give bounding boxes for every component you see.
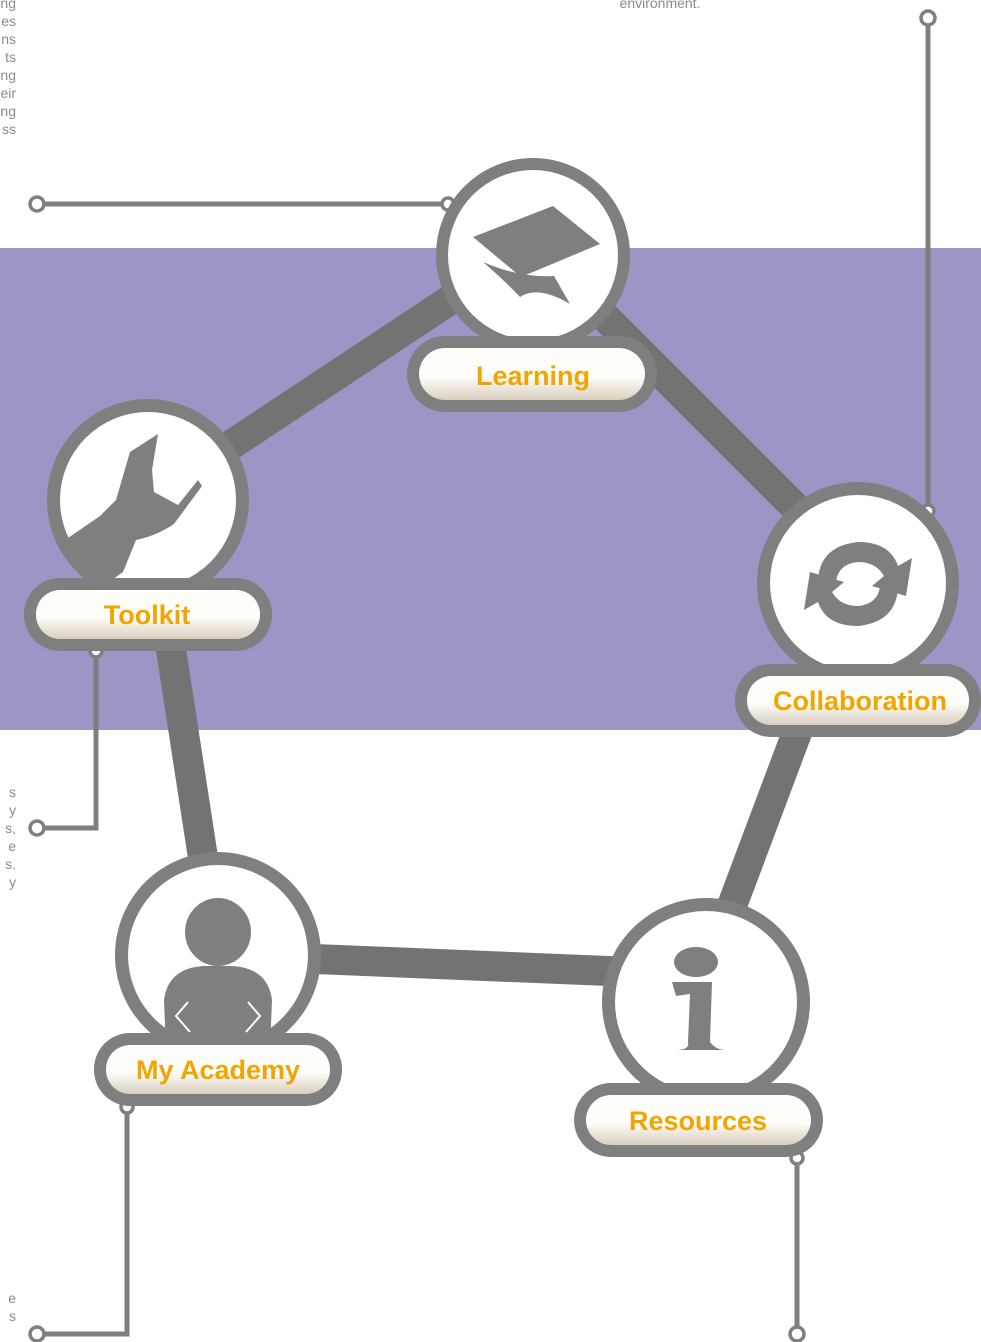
text-fragment: y: [9, 874, 16, 890]
node-label-learning: Learning: [476, 361, 590, 391]
sync-arrows-icon: [804, 542, 912, 626]
cropped-text-top-right: environment.: [560, 0, 760, 12]
text-fragment: ns: [1, 31, 16, 47]
text-fragment: e: [8, 838, 16, 854]
callout-dot: [28, 819, 46, 837]
text-fragment: ts: [5, 49, 16, 65]
callout-dot: [28, 1325, 46, 1342]
node-label-my-academy: My Academy: [136, 1055, 300, 1085]
node-my-academy[interactable]: My Academy: [94, 852, 342, 1106]
callout-dot: [28, 195, 46, 213]
text-fragment: y: [9, 802, 16, 818]
text-fragment: eir: [0, 85, 16, 101]
text-fragment: ng: [0, 103, 16, 119]
text-fragment: es: [1, 13, 16, 29]
callout-dot: [919, 9, 937, 27]
node-label-resources: Resources: [629, 1106, 767, 1136]
node-collaboration[interactable]: Collaboration: [735, 482, 981, 737]
cropped-text-bottom-left: e s: [0, 1289, 16, 1325]
text-fragment: s.: [5, 856, 16, 872]
cropped-text-top-left: ng es ns ts ng eir ng ss: [0, 0, 16, 138]
text-fragment: s: [9, 1308, 16, 1324]
callout-dot: [788, 1325, 806, 1342]
text-fragment: s,: [5, 820, 16, 836]
node-label-collaboration: Collaboration: [773, 686, 947, 716]
cropped-text-mid-left: s y s, e s. y: [0, 783, 16, 891]
node-learning[interactable]: Learning: [407, 158, 657, 412]
callout-line-my-academy: [37, 1107, 130, 1337]
node-label-toolkit: Toolkit: [104, 600, 190, 630]
text-fragment: ng: [0, 0, 16, 11]
text-fragment: e: [8, 1290, 16, 1306]
node-toolkit[interactable]: Toolkit: [24, 399, 272, 651]
text-fragment: ss: [2, 121, 16, 137]
graduation-cap-icon: [473, 206, 600, 304]
text-fragment: s: [9, 784, 16, 800]
wrench-icon: [65, 434, 202, 590]
text-fragment: environment.: [619, 0, 701, 11]
person-icon: [164, 898, 272, 1045]
text-fragment: ng: [0, 67, 16, 83]
callout-line-toolkit: [37, 651, 99, 831]
node-resources[interactable]: Resources: [574, 898, 823, 1157]
info-icon: [672, 947, 726, 1050]
callout-lines: [28, 9, 937, 1342]
